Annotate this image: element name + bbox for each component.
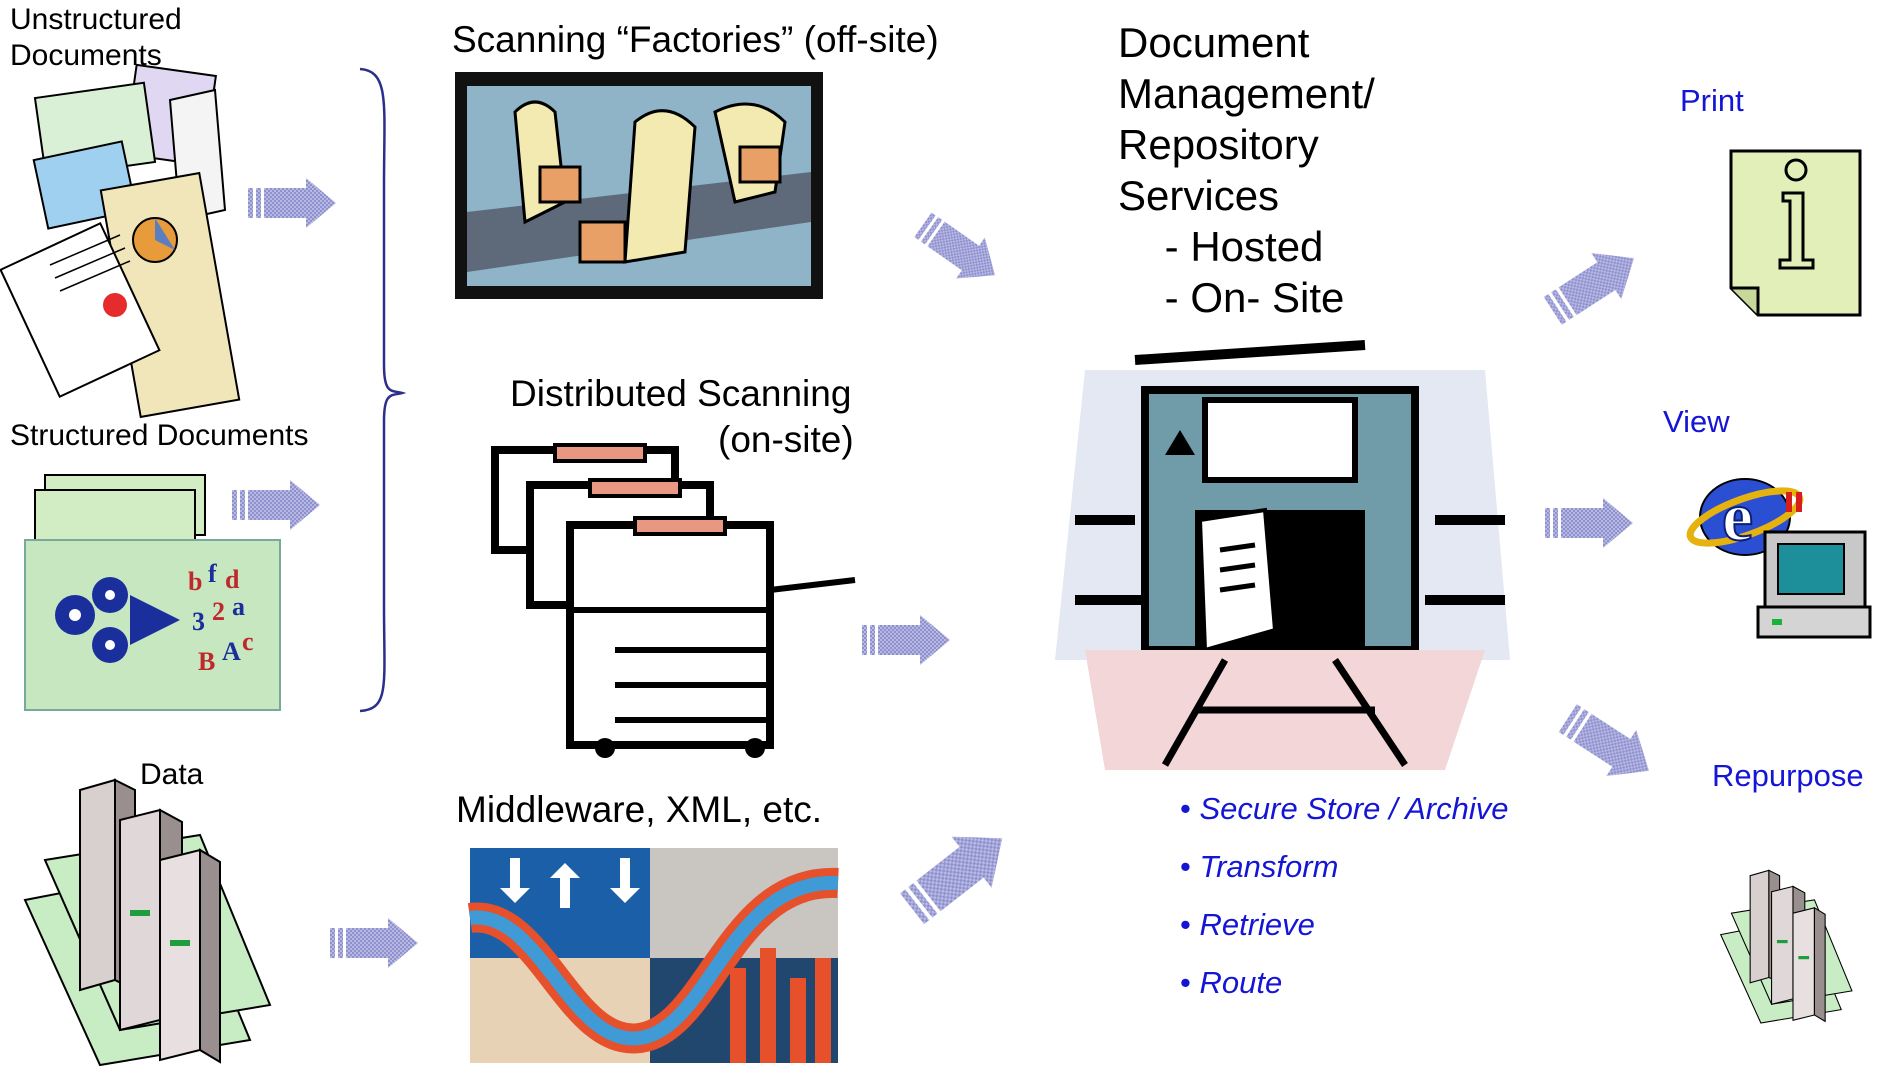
svg-text:f: f [208, 559, 217, 588]
view-label: View [1663, 404, 1730, 439]
svg-text:A: A [222, 637, 241, 666]
arrow-repository-to-repurpose [1552, 695, 1664, 794]
feature-retrieve: Retrieve [1180, 896, 1508, 954]
print-label: Print [1680, 83, 1744, 118]
repository-title: Document Management/ Repository Services… [1118, 19, 1375, 321]
info-document-icon [1729, 149, 1862, 317]
svg-text:B: B [198, 647, 215, 676]
svg-text:2: 2 [212, 597, 225, 626]
unstructured-documents-label: Unstructured Documents [10, 3, 182, 72]
distributed-scanning-label: Distributed Scanning [510, 373, 852, 414]
on-site-label: (on-site) [718, 419, 854, 460]
workers-conveyor-clipart [455, 72, 823, 299]
arrow-unstructured-to-scanning [248, 178, 336, 228]
svg-text:b: b [188, 567, 202, 596]
browser-computer-icon: e [1686, 478, 1872, 639]
server-tower-clipart [1719, 869, 1853, 1024]
copier-machines-clipart [491, 443, 856, 758]
arrow-repository-to-view [1545, 498, 1633, 548]
structured-documents-label: Structured Documents [10, 419, 309, 452]
paper-stack-clipart [0, 63, 241, 419]
feature-secure-store: Secure Store / Archive [1180, 780, 1508, 838]
feature-route: Route [1180, 954, 1508, 1012]
server-tower-clipart [23, 778, 272, 1067]
svg-text:3: 3 [192, 607, 205, 636]
arrow-middleware-to-repository [892, 812, 1023, 935]
arrow-repository-to-print [1537, 235, 1649, 334]
arrow-distributed-to-repository [862, 615, 950, 665]
vault-door-clipart [1055, 340, 1510, 770]
arrow-factories-to-repository [908, 204, 1010, 296]
svg-text:a: a [232, 592, 245, 621]
middleware-label: Middleware, XML, etc. [456, 789, 823, 830]
scanning-factories-label: Scanning “Factories” (off-site) [452, 19, 939, 60]
data-label: Data [140, 758, 204, 791]
feature-list: Secure Store / Archive Transform Retriev… [1180, 780, 1508, 1012]
svg-text:c: c [242, 627, 254, 656]
repurpose-label: Repurpose [1712, 758, 1864, 793]
svg-text:e: e [1722, 479, 1753, 556]
grouping-brace [359, 67, 407, 713]
feature-transform: Transform [1180, 838, 1508, 896]
abstract-data-clipart [467, 848, 839, 1063]
arrow-data-to-middleware [330, 918, 418, 968]
svg-text:d: d [225, 565, 240, 594]
